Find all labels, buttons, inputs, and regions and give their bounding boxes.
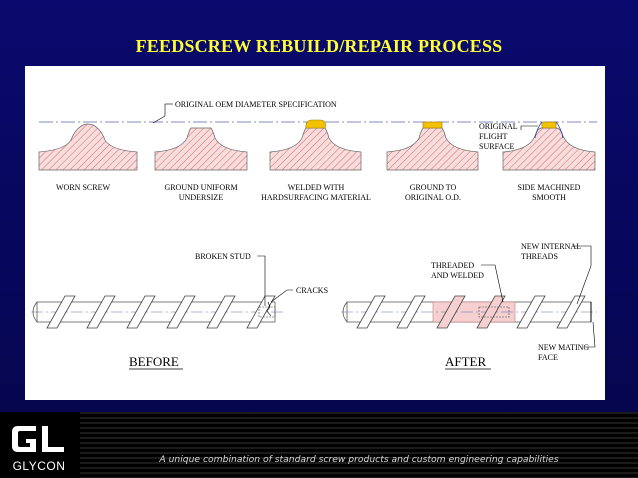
footer-bar: GLYCON [0, 412, 638, 478]
callout-mating-face-1: NEW MATING [538, 343, 589, 352]
callout-new-threads-2: THREADS [521, 252, 558, 261]
step-caption-welded-1: WELDED WITH [288, 183, 345, 192]
weld-deposit [305, 119, 326, 129]
weld-side-machined [541, 121, 557, 129]
profile-worn-screw [38, 123, 138, 171]
profile-ground-undersize [154, 127, 248, 171]
caption-after: AFTER [445, 354, 487, 369]
callout-new-threads-1: NEW INTERNAL [521, 242, 581, 251]
screw-after [341, 295, 597, 329]
flight-surface-label-2: FLIGHT [479, 132, 508, 141]
callout-cracks: CRACKS [296, 286, 328, 295]
broken-stud [258, 306, 276, 318]
step-caption-ground-1: GROUND UNIFORM [164, 183, 237, 192]
diagram-panel: ORIGINAL OEM DIAMETER SPECIFICATION ORIG… [25, 66, 605, 400]
oem-label: ORIGINAL OEM DIAMETER SPECIFICATION [175, 100, 337, 109]
cracks [266, 301, 272, 317]
step-caption-ground-2: UNDERSIZE [179, 193, 224, 202]
callout-threaded-2: AND WELDED [431, 271, 484, 280]
footer-tagline: A unique combination of standard screw p… [159, 454, 559, 465]
process-diagram: ORIGINAL OEM DIAMETER SPECIFICATION ORIG… [31, 100, 597, 370]
step-caption-welded-2: HARDSURFACING MATERIAL [261, 193, 371, 202]
screw-before [31, 295, 283, 329]
profile-ground-od [386, 121, 479, 171]
callout-broken-stud: BROKEN STUD [195, 252, 251, 261]
callout-threaded-1: THREADED [431, 261, 474, 270]
weld-ground-flat [422, 121, 443, 129]
step-caption-smooth-2: SMOOTH [532, 193, 566, 202]
logo-text: GLYCON [12, 459, 66, 473]
flight-surface-label-1: ORIGINAL [479, 122, 518, 131]
step-caption-od-1: GROUND TO [410, 183, 457, 192]
step-caption-worn: WORN SCREW [56, 183, 110, 192]
profile-side-machined [502, 121, 596, 171]
flight-surface-label-3: SURFACE [479, 142, 515, 151]
callout-mating-face-2: FACE [538, 353, 558, 362]
footer-stripes [80, 412, 638, 478]
new-internal-threads [478, 306, 510, 318]
step-caption-smooth-1: SIDE MACHINED [518, 183, 581, 192]
slide-title: FEEDSCREW REBUILD/REPAIR PROCESS [135, 36, 503, 56]
profile-welded [269, 119, 362, 171]
glycon-logo-icon [12, 426, 64, 452]
caption-before: BEFORE [129, 354, 179, 369]
step-caption-od-2: ORIGINAL O.D. [405, 193, 461, 202]
